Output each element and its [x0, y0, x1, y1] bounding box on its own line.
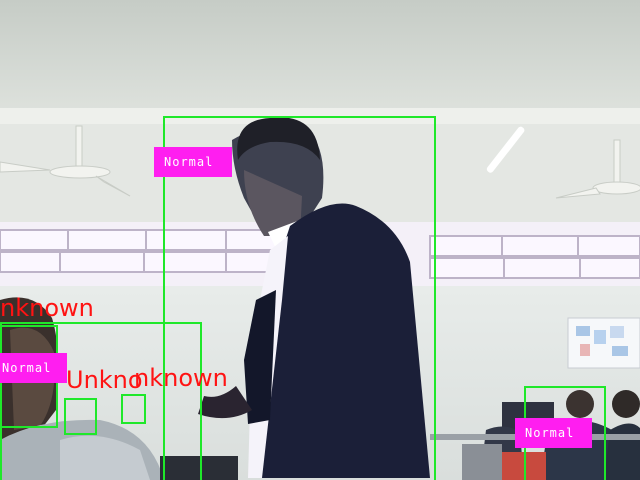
notice-board — [567, 317, 640, 369]
desk-left — [160, 456, 238, 480]
tube-light — [486, 126, 525, 173]
status-tag-normal-1: Normal — [154, 147, 232, 177]
identity-label-unknown-1: nknown — [0, 294, 94, 322]
standing-person — [198, 117, 430, 478]
identity-label-unknown-2: Unkno — [66, 366, 143, 394]
detection-box-standing-person — [163, 116, 436, 480]
status-tag-normal-2: Normal — [0, 353, 67, 383]
identity-label-unknown-3: nknown — [134, 364, 228, 392]
ceiling — [0, 0, 640, 120]
status-tag-normal-3: Normal — [515, 418, 592, 448]
ceiling-fan-right — [555, 139, 640, 199]
ceiling-fan-left — [0, 125, 131, 197]
detection-box-small-face-1 — [64, 398, 97, 435]
detection-box-small-face-2 — [121, 394, 146, 424]
